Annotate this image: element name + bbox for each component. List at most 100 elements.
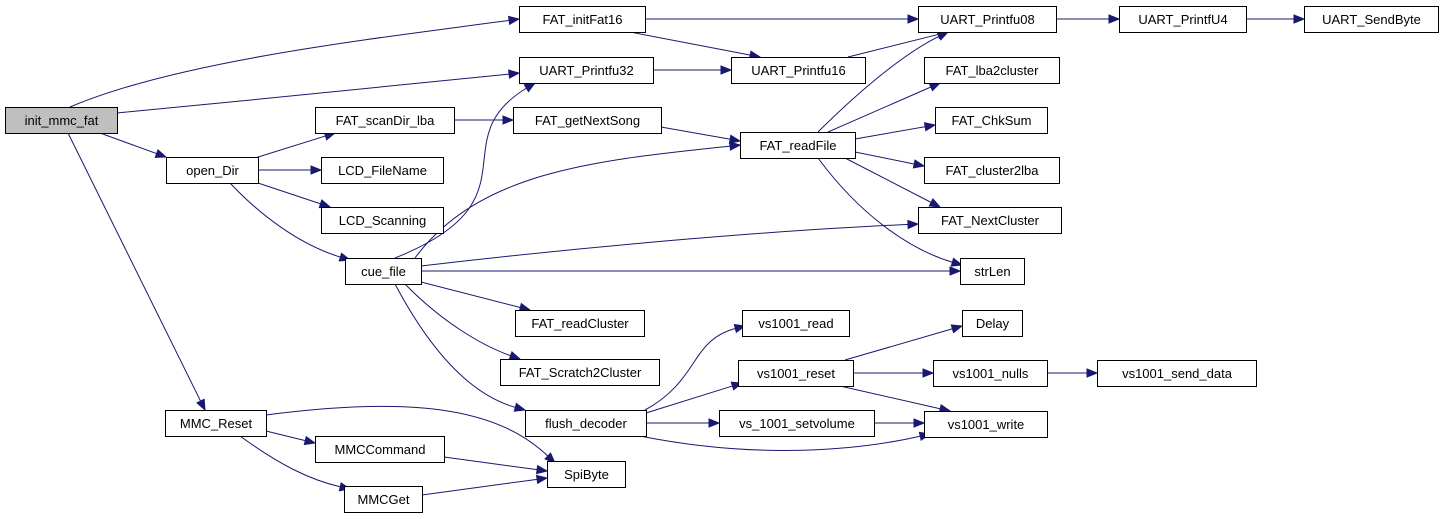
- node-MMC_Reset[interactable]: MMC_Reset: [165, 410, 267, 437]
- node-box: [742, 310, 850, 337]
- node-FAT_ChkSum[interactable]: FAT_ChkSum: [935, 107, 1048, 134]
- edge-UART_Printfu32-to-UART_Printfu16: [653, 65, 733, 75]
- edge-line: [639, 435, 922, 451]
- node-UART_PrintfU4[interactable]: UART_PrintfU4: [1119, 6, 1247, 33]
- node-open_Dir[interactable]: open_Dir: [166, 157, 259, 184]
- edge-FAT_initFat16-to-UART_Printfu16: [629, 31, 762, 60]
- edge-arrowhead: [907, 219, 920, 230]
- node-box: [918, 207, 1062, 234]
- nodes-layer: init_mmc_fat FAT_initFat16UART_Printfu32o…: [5, 6, 1439, 513]
- node-vs1001_write[interactable]: vs1001_write: [924, 411, 1048, 438]
- node-FAT_Scratch2Cluster[interactable]: FAT_Scratch2Cluster: [500, 359, 660, 386]
- node-flush_decoder[interactable]: flush_decoder: [525, 410, 647, 437]
- node-UART_SendByte[interactable]: UART_SendByte: [1304, 6, 1439, 33]
- node-init_mmc_fat[interactable]: init_mmc_fat: [5, 107, 118, 134]
- edge-arrowhead: [949, 266, 962, 276]
- edge-arrowhead: [544, 452, 556, 464]
- node-vs1001_read[interactable]: vs1001_read: [742, 310, 850, 337]
- node-vs_1001_setvolume[interactable]: vs_1001_setvolume: [719, 410, 875, 437]
- node-label: FAT_lba2cluster: [946, 63, 1040, 78]
- node-vs1001_reset[interactable]: vs1001_reset: [738, 360, 854, 387]
- node-box: [1119, 6, 1247, 33]
- edge-arrowhead: [196, 398, 206, 412]
- node-MMCCommand[interactable]: MMCCommand: [315, 436, 445, 463]
- edge-line: [847, 33, 940, 58]
- node-box: [525, 410, 647, 437]
- edge-cue_file-to-flush_decoder: [394, 283, 527, 412]
- node-label: vs1001_read: [758, 316, 833, 331]
- edge-line: [629, 31, 752, 56]
- edge-line: [229, 182, 342, 258]
- node-box: [344, 486, 423, 513]
- edge-line: [265, 430, 307, 442]
- edge-cue_file-to-FAT_Scratch2Cluster: [404, 283, 522, 361]
- node-box: [547, 461, 626, 488]
- edge-arrowhead: [928, 197, 942, 208]
- edge-MMC_Reset-to-SpiByte: [265, 405, 556, 464]
- node-label: vs1001_write: [948, 417, 1025, 432]
- node-label: FAT_initFat16: [543, 12, 623, 27]
- node-FAT_readFile[interactable]: FAT_readFile: [740, 132, 856, 159]
- edge-line: [645, 385, 734, 414]
- node-label: MMC_Reset: [180, 416, 253, 431]
- node-UART_Printfu08[interactable]: UART_Printfu08: [918, 6, 1057, 33]
- node-FAT_scanDir_lba[interactable]: FAT_scanDir_lba: [315, 107, 455, 134]
- node-FAT_cluster2lba[interactable]: FAT_cluster2lba: [924, 157, 1060, 184]
- edge-MMCCommand-to-SpiByte: [443, 456, 549, 475]
- edge-line: [254, 135, 327, 159]
- node-box: [321, 157, 444, 184]
- node-vs1001_nulls[interactable]: vs1001_nulls: [933, 360, 1048, 387]
- node-box: [924, 411, 1048, 438]
- edge-line: [844, 328, 954, 361]
- node-FAT_initFat16[interactable]: FAT_initFat16: [519, 6, 646, 33]
- edge-line: [817, 35, 941, 133]
- edge-arrowhead: [913, 418, 926, 428]
- node-box: [345, 258, 422, 285]
- edge-arrowhead: [907, 14, 920, 24]
- node-UART_Printfu32[interactable]: UART_Printfu32: [519, 57, 654, 84]
- node-FAT_NextCluster[interactable]: FAT_NextCluster: [918, 207, 1062, 234]
- edge-init_mmc_fat-to-FAT_initFat16: [69, 15, 521, 108]
- edge-cue_file-to-FAT_NextCluster: [420, 219, 920, 267]
- edge-line: [817, 157, 954, 263]
- node-vs1001_send_data[interactable]: vs1001_send_data: [1097, 360, 1257, 387]
- edge-arrowhead: [508, 69, 521, 79]
- edge-open_Dir-to-FAT_scanDir_lba: [254, 131, 337, 159]
- node-FAT_lba2cluster[interactable]: FAT_lba2cluster: [924, 57, 1060, 84]
- edge-line: [827, 86, 932, 133]
- edge-FAT_readFile-to-strLen: [817, 157, 964, 267]
- edge-arrowhead: [535, 474, 549, 485]
- edge-vs_1001_setvolume-to-vs1001_write: [874, 418, 926, 428]
- edge-UART_PrintfU4-to-UART_SendByte: [1246, 14, 1306, 24]
- node-SpiByte[interactable]: SpiByte: [547, 461, 626, 488]
- node-LCD_Scanning[interactable]: LCD_Scanning: [321, 207, 444, 234]
- edge-line: [99, 132, 158, 155]
- node-label: LCD_FileName: [338, 163, 427, 178]
- node-MMCGet[interactable]: MMCGet: [344, 486, 423, 513]
- edge-arrowhead: [912, 159, 926, 169]
- node-label: MMCGet: [358, 492, 410, 507]
- edge-line: [239, 435, 342, 488]
- node-label: vs1001_send_data: [1122, 366, 1233, 381]
- node-label: flush_decoder: [545, 416, 627, 431]
- node-label: FAT_Scratch2Cluster: [519, 365, 642, 380]
- node-box: [719, 410, 875, 437]
- node-label: init_mmc_fat: [25, 113, 99, 128]
- node-FAT_readCluster[interactable]: FAT_readCluster: [515, 310, 645, 337]
- node-box: [1304, 6, 1439, 33]
- node-box: [924, 157, 1060, 184]
- node-strLen[interactable]: strLen: [960, 258, 1025, 285]
- node-Delay[interactable]: Delay: [962, 310, 1023, 337]
- node-FAT_getNextSong[interactable]: FAT_getNextSong: [513, 107, 662, 134]
- edge-line: [394, 87, 528, 259]
- node-box: [519, 6, 646, 33]
- node-box: [960, 258, 1025, 285]
- node-LCD_FileName[interactable]: LCD_FileName: [321, 157, 444, 184]
- node-label: open_Dir: [186, 163, 239, 178]
- edge-line: [254, 181, 322, 205]
- node-label: strLen: [974, 264, 1010, 279]
- node-UART_Printfu16[interactable]: UART_Printfu16: [731, 57, 866, 84]
- node-cue_file[interactable]: cue_file: [345, 258, 422, 285]
- node-label: vs1001_nulls: [953, 366, 1029, 381]
